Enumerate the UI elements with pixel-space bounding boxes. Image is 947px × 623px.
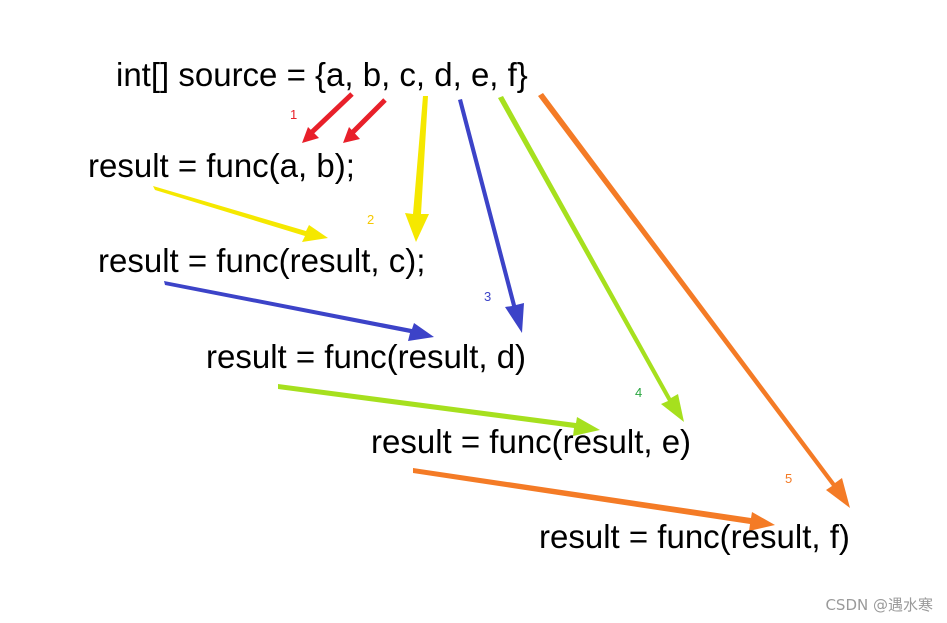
- step2-arrows: [153, 96, 429, 242]
- arrow-result4-to-step5: [413, 468, 775, 531]
- step4-arrows: [278, 96, 684, 436]
- step4-code: result = func(result, e): [371, 423, 692, 460]
- arrow-result1-to-step2: [153, 186, 328, 242]
- step5-number: 5: [785, 471, 793, 486]
- arrow-b-to-step1-head: [343, 127, 360, 143]
- step5-arrows: [413, 93, 850, 531]
- step2-code: result = func(result, c);: [98, 242, 426, 279]
- arrow-d-to-step3: [458, 99, 524, 333]
- arrow-c-to-step2: [405, 96, 429, 242]
- step1-code: result = func(a, b);: [88, 147, 355, 184]
- arrow-a-to-step1-head: [302, 127, 319, 143]
- watermark: CSDN @遇水寒: [825, 596, 933, 614]
- step3-arrows: [164, 99, 524, 341]
- arrow-f-to-step5: [538, 93, 850, 508]
- step2-number: 2: [367, 212, 375, 227]
- arrow-result2-to-step3: [164, 281, 434, 341]
- step5-code: result = func(result, f): [539, 518, 850, 555]
- step4-number: 4: [635, 385, 643, 400]
- step1-number: 1: [290, 107, 298, 122]
- arrow-a-to-step1: [309, 92, 354, 135]
- step3-code: result = func(result, d): [206, 338, 527, 375]
- source-array-line: int[] source = {a, b, c, d, e, f}: [116, 56, 528, 93]
- arrow-b-to-step1: [350, 98, 387, 135]
- step3-number: 3: [484, 289, 492, 304]
- step1-arrows: [302, 92, 387, 143]
- arrow-result3-to-step4: [278, 384, 600, 436]
- arrow-e-to-step4: [498, 96, 684, 422]
